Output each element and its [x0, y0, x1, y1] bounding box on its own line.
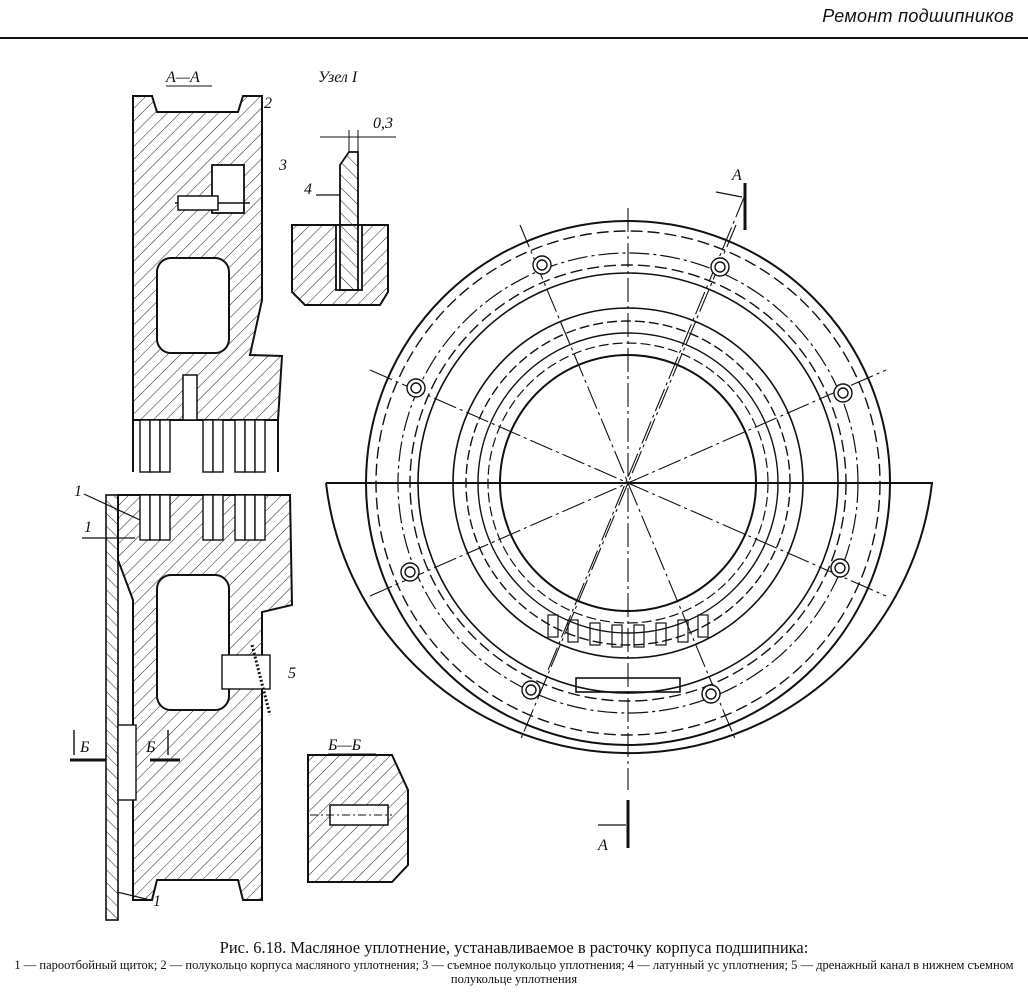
part-1-label-bottom: 1	[153, 893, 161, 910]
part-1-label-top: 1	[74, 483, 82, 500]
section-aa-label: А—А	[165, 69, 200, 86]
cut-b-label-left: Б	[79, 739, 90, 756]
running-title: Ремонт подшипников	[822, 6, 1014, 26]
seal-front-view	[325, 183, 934, 848]
section-bb-label: Б—Б	[327, 737, 362, 754]
section-aa-lower	[70, 493, 294, 921]
section-bb	[307, 754, 409, 883]
part-2-label: 2	[264, 95, 272, 112]
part-5-label: 5	[288, 665, 296, 682]
technical-drawing: А—А Узел I 0,3 Б—Б А А Б Б 2 3 4 5 1 1 1	[70, 69, 934, 921]
cut-b-label-right: Б	[145, 739, 156, 756]
caption-legend: 1 — пароотбойный щиток; 2 — полукольцо к…	[14, 958, 1014, 986]
caption-title: Рис. 6.18. Масляное уплотнение, устанавл…	[219, 938, 809, 957]
part-3-label: 3	[278, 157, 287, 174]
dimension-label: 0,3	[373, 115, 393, 132]
figure-caption: Рис. 6.18. Масляное уплотнение, устанавл…	[0, 938, 1028, 986]
section-aa-upper	[132, 95, 284, 473]
header-rule	[0, 37, 1028, 39]
node-label: Узел I	[318, 69, 358, 86]
node-detail	[291, 130, 396, 306]
cut-a-label-top: А	[731, 167, 742, 184]
part-4-label: 4	[304, 181, 312, 198]
page-header: Ремонт подшипников	[0, 0, 1028, 40]
node-ref-label: 1	[84, 519, 92, 536]
cut-a-label-bottom: А	[597, 837, 608, 854]
